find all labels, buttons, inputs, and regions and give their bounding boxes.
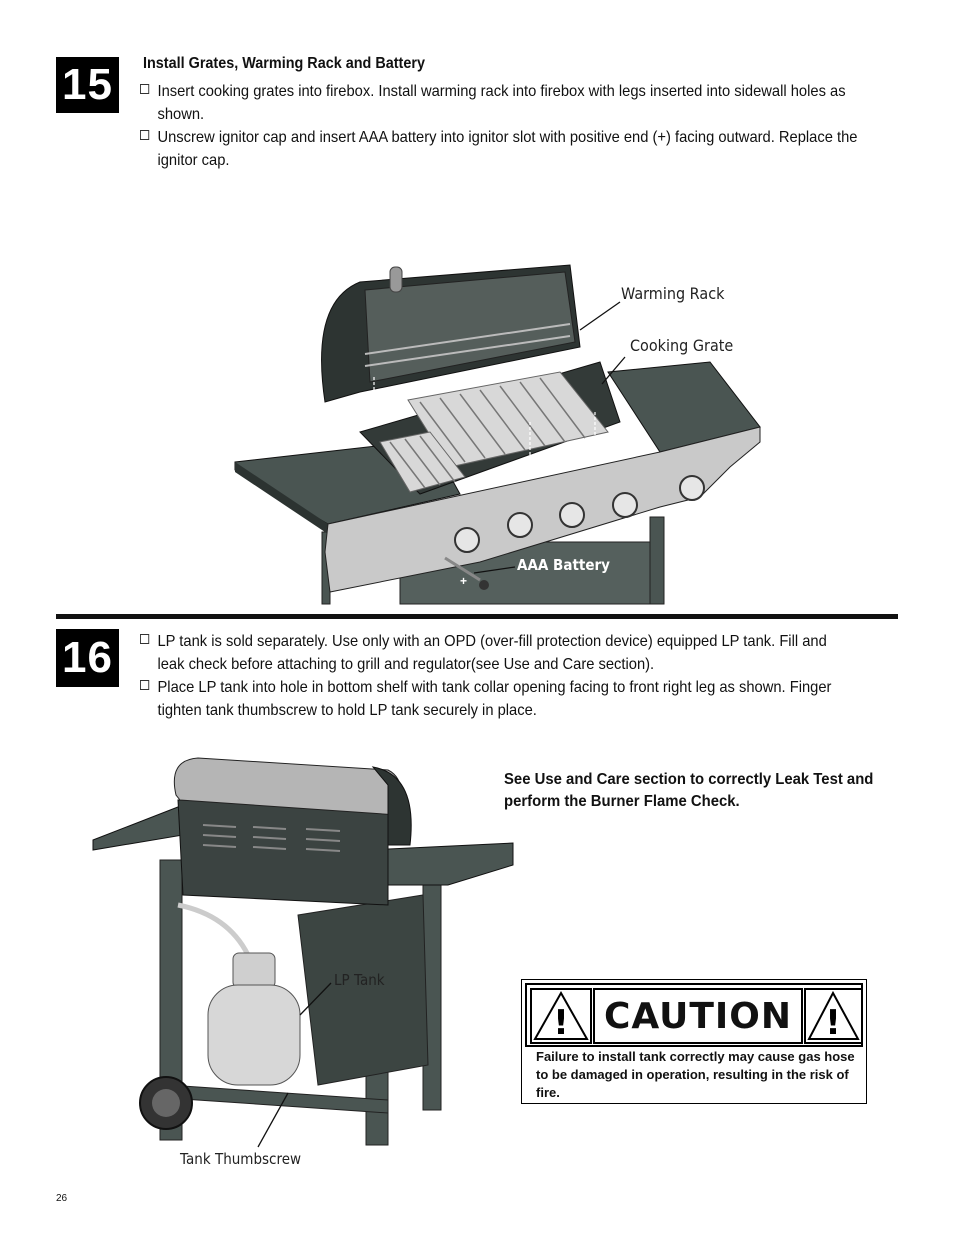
- checkbox-icon: [140, 680, 150, 690]
- step-15-number: 15: [56, 57, 119, 113]
- step-16-bullet-1: LP tank is sold separately. Use only wit…: [140, 630, 904, 676]
- grill-lp-tank-illustration: [92, 757, 514, 1148]
- warming-rack-label: Warming Rack: [621, 284, 725, 303]
- tank-thumbscrew-label: Tank Thumbscrew: [180, 1150, 302, 1168]
- lp-tank-label: LP Tank: [334, 971, 385, 989]
- aaa-battery-label: AAA Battery: [517, 556, 610, 574]
- checkbox-icon: [140, 130, 150, 140]
- step-15-bullet-1: Insert cooking grates into firebox. Inst…: [140, 80, 904, 126]
- step-16-number: 16: [56, 629, 119, 687]
- step-15-bullet-2: Unscrew ignitor cap and insert AAA batte…: [140, 126, 904, 172]
- warning-left-icon: !: [530, 988, 592, 1044]
- section-divider: [56, 614, 898, 619]
- step-16-bullet-2: Place LP tank into hole in bottom shelf …: [140, 676, 904, 722]
- warning-right-icon: !: [804, 988, 863, 1044]
- checkbox-icon: [140, 634, 150, 644]
- leak-test-note: See Use and Care section to correctly Le…: [504, 771, 874, 810]
- page-number: 26: [56, 1193, 68, 1204]
- caution-title: CAUTION: [593, 988, 803, 1044]
- svg-text:!: !: [825, 1003, 841, 1042]
- svg-text:!: !: [553, 1003, 569, 1042]
- battery-plus-label: +: [460, 574, 468, 588]
- grill-grates-illustration: [234, 264, 761, 605]
- caution-box: ! CAUTION ! Failure to install tank corr…: [521, 979, 867, 1104]
- checkbox-icon: [140, 84, 150, 94]
- cooking-grate-label: Cooking Grate: [630, 336, 734, 355]
- caution-message: Failure to install tank correctly may ca…: [536, 1049, 855, 1100]
- step-15-title: Install Grates, Warming Rack and Battery: [143, 55, 425, 72]
- caution-header: ! CAUTION !: [525, 983, 863, 1047]
